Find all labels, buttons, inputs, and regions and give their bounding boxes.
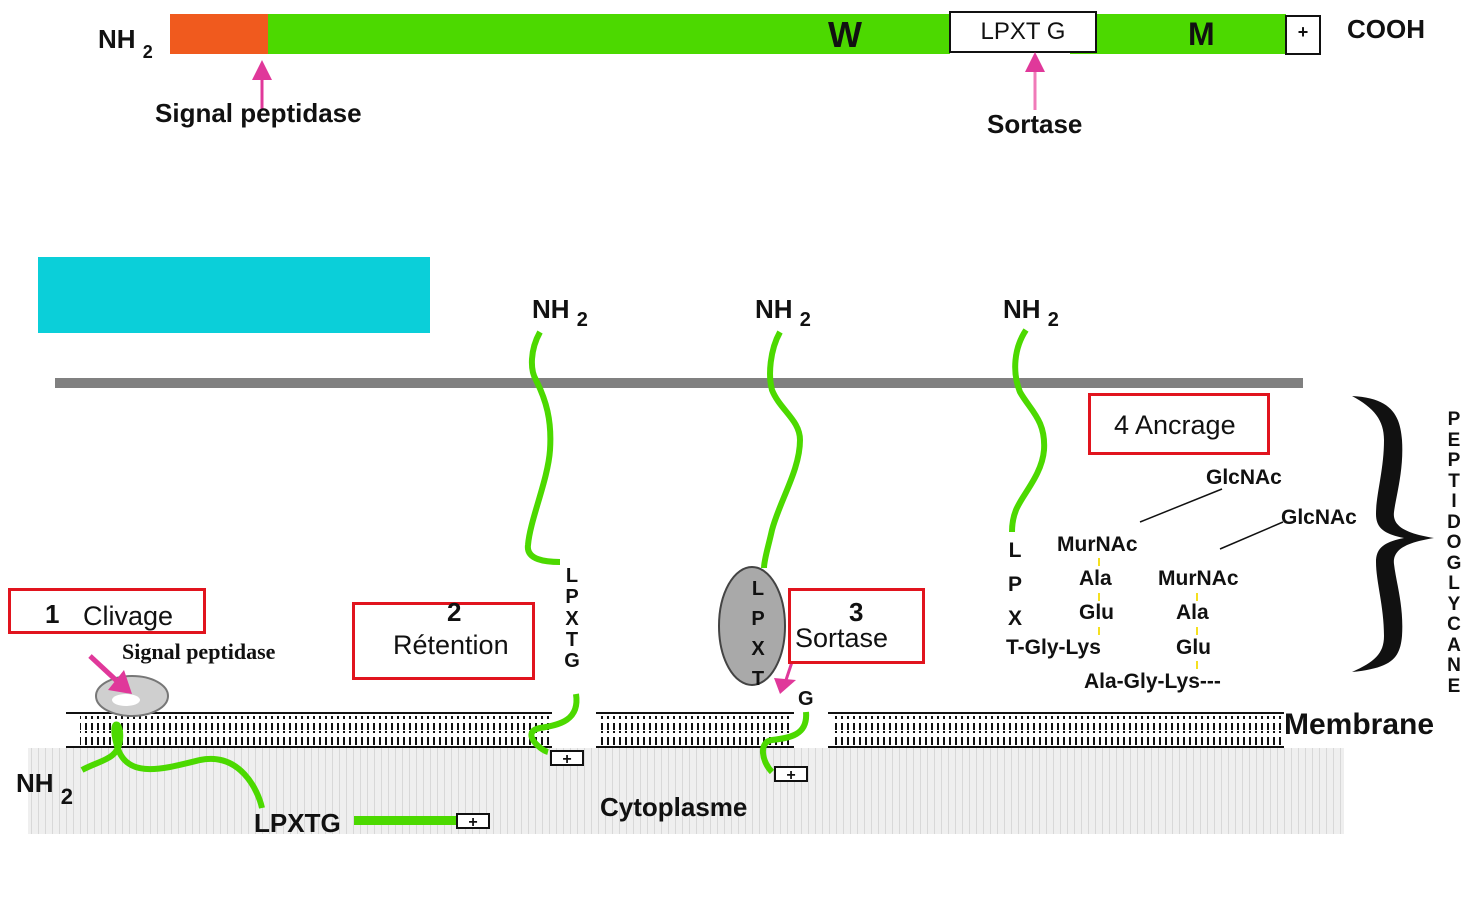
cyto-nh2-text: NH <box>16 768 54 798</box>
glcnac-2-label: GlcNAc <box>1281 506 1357 530</box>
murnac-2-label: MurNAc <box>1158 567 1239 591</box>
pg-letter-9: L <box>1444 574 1464 595</box>
ala-2-label: Ala <box>1176 601 1209 625</box>
nh2-text-3: NH <box>755 294 793 324</box>
pg-letter-13: N <box>1444 656 1464 677</box>
anchored-motif-x: X <box>1004 602 1026 636</box>
retained-plus-box: + <box>550 750 584 766</box>
pg-letter-8: G <box>1444 554 1464 575</box>
step3-label: Sortase <box>795 623 888 654</box>
pg-letter-7: O <box>1444 533 1464 554</box>
signal-peptidase-small-label: Signal peptidase <box>122 639 275 665</box>
anchored-motif-letters: L P X <box>1004 534 1026 636</box>
retained-motif-x: X <box>562 609 582 630</box>
retained-motif-p: P <box>562 587 582 608</box>
pg-letter-4: T <box>1444 472 1464 493</box>
precursor-plus-box: + <box>456 813 490 829</box>
step2-number: 2 <box>447 597 461 628</box>
t-gly-lys-label: T-Gly-Lys <box>1006 636 1101 660</box>
anchored-motif-l: L <box>1004 534 1026 568</box>
lpxtg-motif-label: LPXT G <box>950 18 1096 46</box>
murnac-1-label: MurNAc <box>1057 533 1138 557</box>
step2-label: Rétention <box>393 630 509 661</box>
signal-peptide-segment <box>170 14 268 54</box>
m-domain-label: M <box>1188 16 1215 53</box>
top-nh2-text: NH <box>98 24 136 54</box>
membrane-label: Membrane <box>1284 708 1434 742</box>
glycan-link-1 <box>1140 489 1222 522</box>
sortase-motif-letters: L P X T <box>748 574 768 694</box>
nh2-text-2: NH <box>532 294 570 324</box>
pg-letter-14: E <box>1444 677 1464 698</box>
peptidoglycan-brace <box>1352 396 1434 672</box>
sortase-plus-box: + <box>774 766 808 782</box>
ala-1-label: Ala <box>1079 567 1112 591</box>
pg-letter-5: I <box>1444 492 1464 513</box>
sortase-motif-t: T <box>748 664 768 694</box>
cytoplasme-label: Cytoplasme <box>600 792 747 823</box>
top-plus-label: + <box>1286 22 1320 43</box>
pg-letter-11: C <box>1444 615 1464 636</box>
step3-callout: 3 Sortase <box>788 588 925 664</box>
step1-label: Clivage <box>83 601 173 632</box>
sortase-motif-x: X <box>748 634 768 664</box>
nh2-subscript-3: 2 <box>800 309 811 331</box>
step4-label: 4 Ancrage <box>1114 410 1236 441</box>
w-domain-label: W <box>828 14 862 56</box>
precursor-lpxtg-label: LPXTG <box>254 808 341 839</box>
anchored-protein-chain <box>1012 330 1044 532</box>
glcnac-1-label: GlcNAc <box>1206 466 1282 490</box>
pg-letter-3: P <box>1444 451 1464 472</box>
step1-callout: 1 Clivage <box>8 588 206 634</box>
cell-wall-line <box>55 378 1303 388</box>
sortase-protein-chain <box>764 332 800 568</box>
anchored-motif-p: P <box>1004 568 1026 602</box>
retained-motif-t: T <box>562 630 582 651</box>
pg-letter-6: D <box>1444 513 1464 534</box>
retained-protein-chain <box>528 332 560 562</box>
cyan-box <box>38 257 430 333</box>
nh2-subscript-4: 2 <box>1048 309 1059 331</box>
sortase-arrow <box>1025 52 1045 110</box>
precursor-c-terminus <box>354 816 458 825</box>
cooh-label: COOH <box>1347 14 1425 45</box>
nh2-text-4: NH <box>1003 294 1041 324</box>
step4-callout: 4 Ancrage <box>1088 393 1270 455</box>
sortase-motif-l: L <box>748 574 768 604</box>
sortase-cleavage-arrow <box>774 662 796 694</box>
sortase-label: Sortase <box>987 109 1082 140</box>
nh2-label-4: NH 2 <box>1003 294 1059 325</box>
step1-number: 1 <box>45 599 59 630</box>
peptidoglycane-vertical-label: P E P T I D O G L Y C A N E <box>1444 410 1464 697</box>
retained-motif-g: G <box>562 651 582 672</box>
glu-2-label: Glu <box>1176 636 1211 660</box>
membrane-bilayer <box>66 712 1284 748</box>
ala-gly-lys-label: Ala-Gly-Lys--- <box>1084 670 1221 694</box>
retained-motif-l: L <box>562 566 582 587</box>
glycan-link-2 <box>1220 522 1283 549</box>
pg-letter-12: A <box>1444 636 1464 657</box>
top-nh2-label: NH 2 <box>98 24 153 55</box>
signal-peptidase-label: Signal peptidase <box>155 98 362 129</box>
cyto-nh2-label: NH 2 <box>16 768 73 799</box>
nh2-subscript-2: 2 <box>577 309 588 331</box>
pg-letter-10: Y <box>1444 595 1464 616</box>
cyto-nh2-subscript: 2 <box>61 784 73 809</box>
glu-1-label: Glu <box>1079 601 1114 625</box>
retained-motif-letters: L P X T G <box>562 566 582 672</box>
pg-letter-2: E <box>1444 431 1464 452</box>
sortase-motif-p: P <box>748 604 768 634</box>
nh2-label-2: NH 2 <box>532 294 588 325</box>
step2-callout: 2 Rétention <box>352 602 535 680</box>
top-nh2-subscript: 2 <box>143 42 153 62</box>
sortase-g-label: G <box>798 688 814 711</box>
nh2-label-3: NH 2 <box>755 294 811 325</box>
pg-letter-1: P <box>1444 410 1464 431</box>
